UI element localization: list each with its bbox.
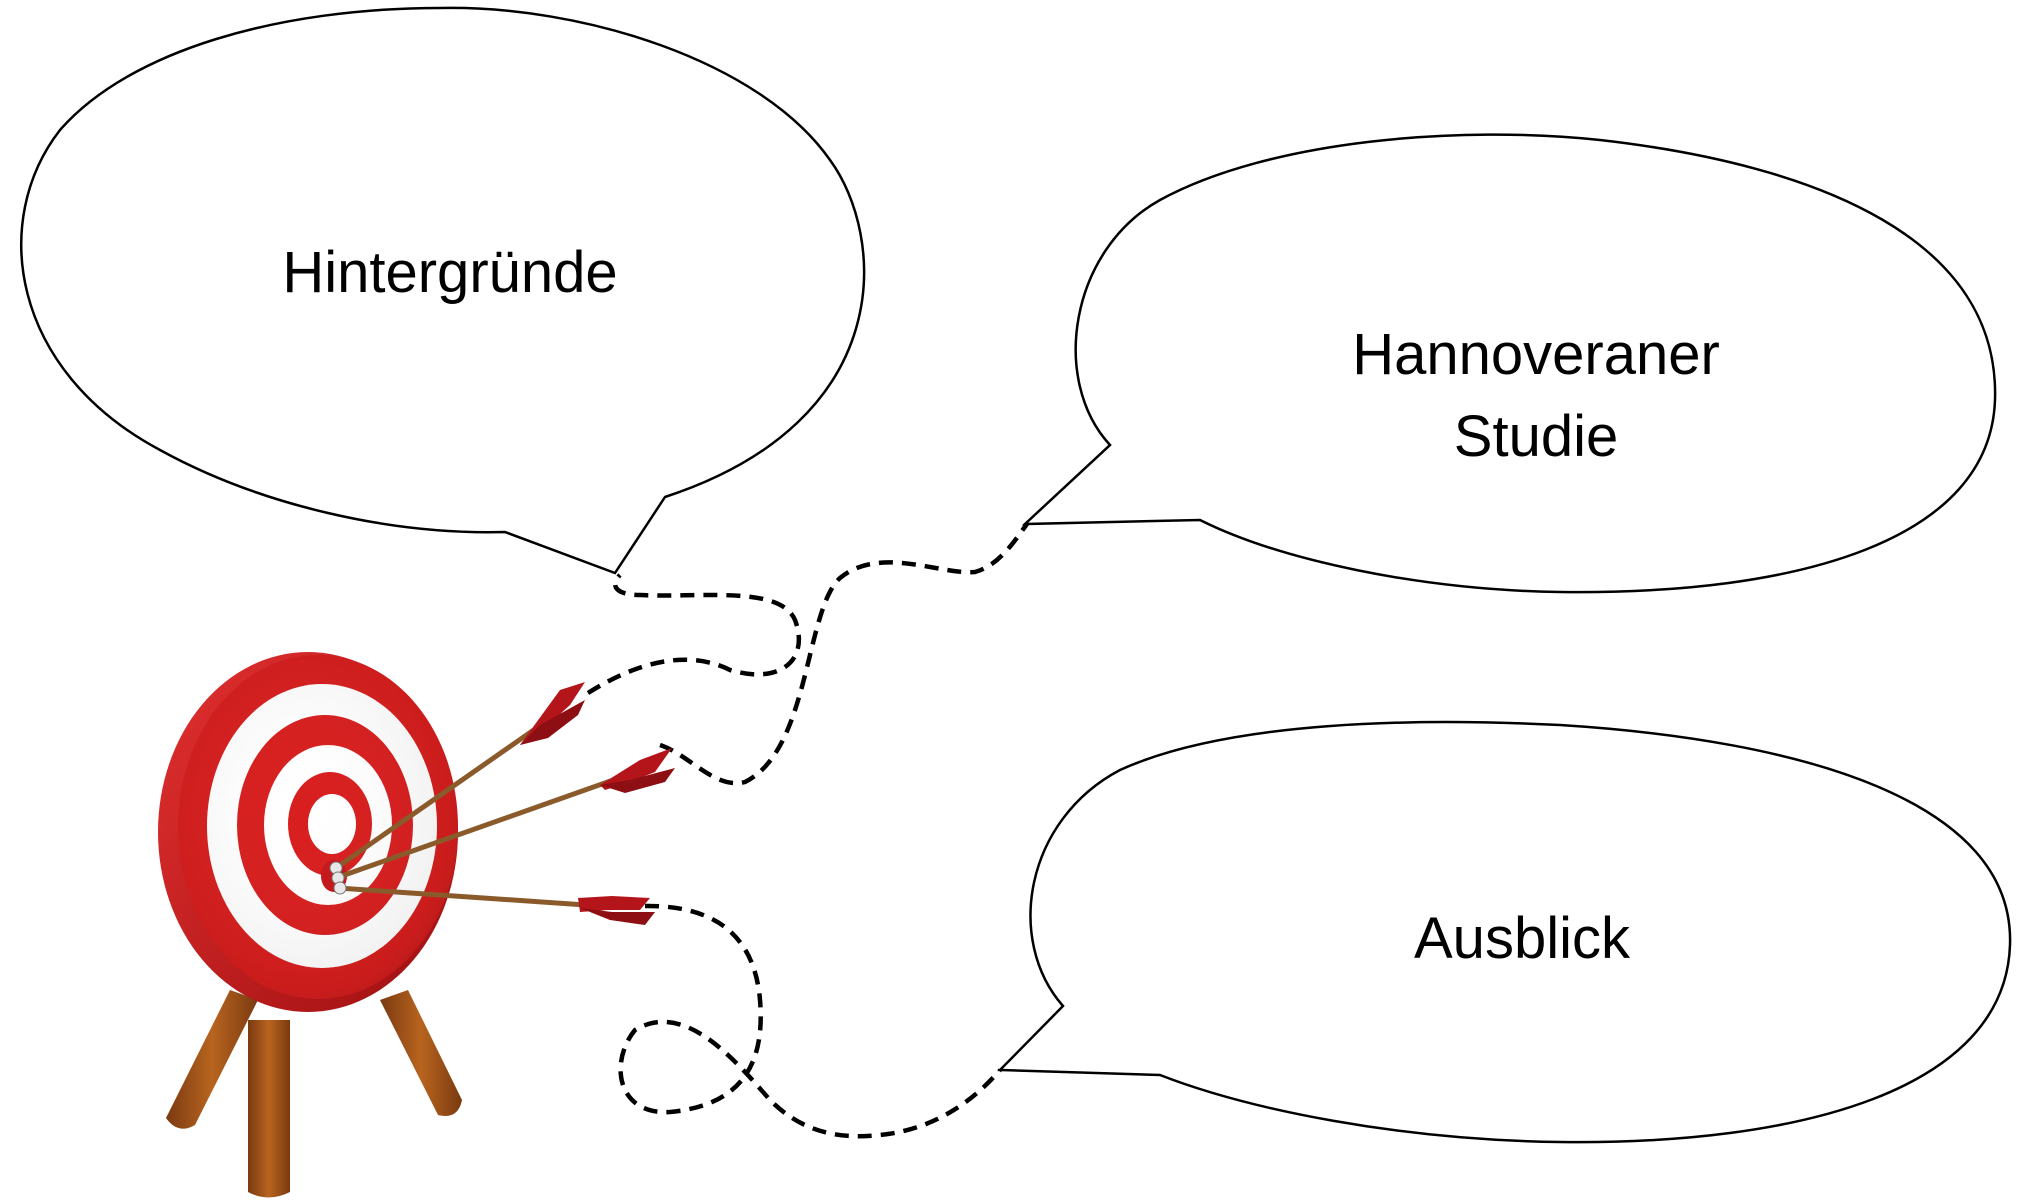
target-face-shade <box>178 655 458 999</box>
bubble-outlook-shape <box>997 720 2012 1144</box>
trail-to-study <box>659 522 1029 786</box>
arrow-icon <box>333 881 655 925</box>
archery-target-icon <box>158 652 462 1198</box>
target-leg-left <box>166 990 258 1129</box>
bubble-study: Hannoveraner Studie <box>1021 133 1997 594</box>
arrow-icon <box>329 682 585 875</box>
arrow-icon <box>331 748 675 885</box>
bubble-study-label-line1: Hannoveraner <box>1352 322 1720 387</box>
bubble-background: Hintergründe <box>20 6 866 575</box>
bubble-outlook-label: Ausblick <box>1414 906 1631 971</box>
target-leg-right <box>380 990 462 1116</box>
bubble-outlook: Ausblick <box>997 720 2012 1144</box>
arrows <box>329 682 675 925</box>
bubble-study-shape <box>1021 133 1997 594</box>
trail-to-outlook <box>618 903 1002 1139</box>
arrow-trails <box>586 522 1029 1139</box>
bubble-background-label: Hintergründe <box>282 240 617 305</box>
trail-to-background <box>586 573 802 695</box>
bubble-study-label-line2: Studie <box>1454 404 1618 469</box>
bubble-background-shape <box>20 6 866 575</box>
target-leg-center <box>248 1020 290 1198</box>
